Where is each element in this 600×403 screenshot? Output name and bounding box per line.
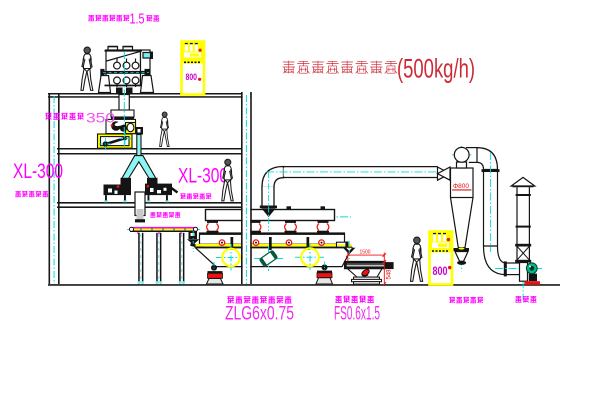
svg-text:1500: 1500 xyxy=(360,249,371,255)
svg-text:1.5: 1.5 xyxy=(130,11,145,28)
svg-text:800: 800 xyxy=(186,72,198,83)
svg-text:ZLG6x0.75: ZLG6x0.75 xyxy=(225,304,294,325)
svg-text:800: 800 xyxy=(433,266,448,278)
svg-text:FS0.6x1.5: FS0.6x1.5 xyxy=(334,304,380,325)
svg-text:XL-300: XL-300 xyxy=(13,160,63,183)
svg-text:Φ800: Φ800 xyxy=(453,184,470,190)
svg-text:XL-300: XL-300 xyxy=(178,165,228,188)
svg-text:548: 548 xyxy=(387,269,393,280)
svg-text:350: 350 xyxy=(86,111,115,126)
svg-text:(500kg/h): (500kg/h) xyxy=(397,54,475,84)
